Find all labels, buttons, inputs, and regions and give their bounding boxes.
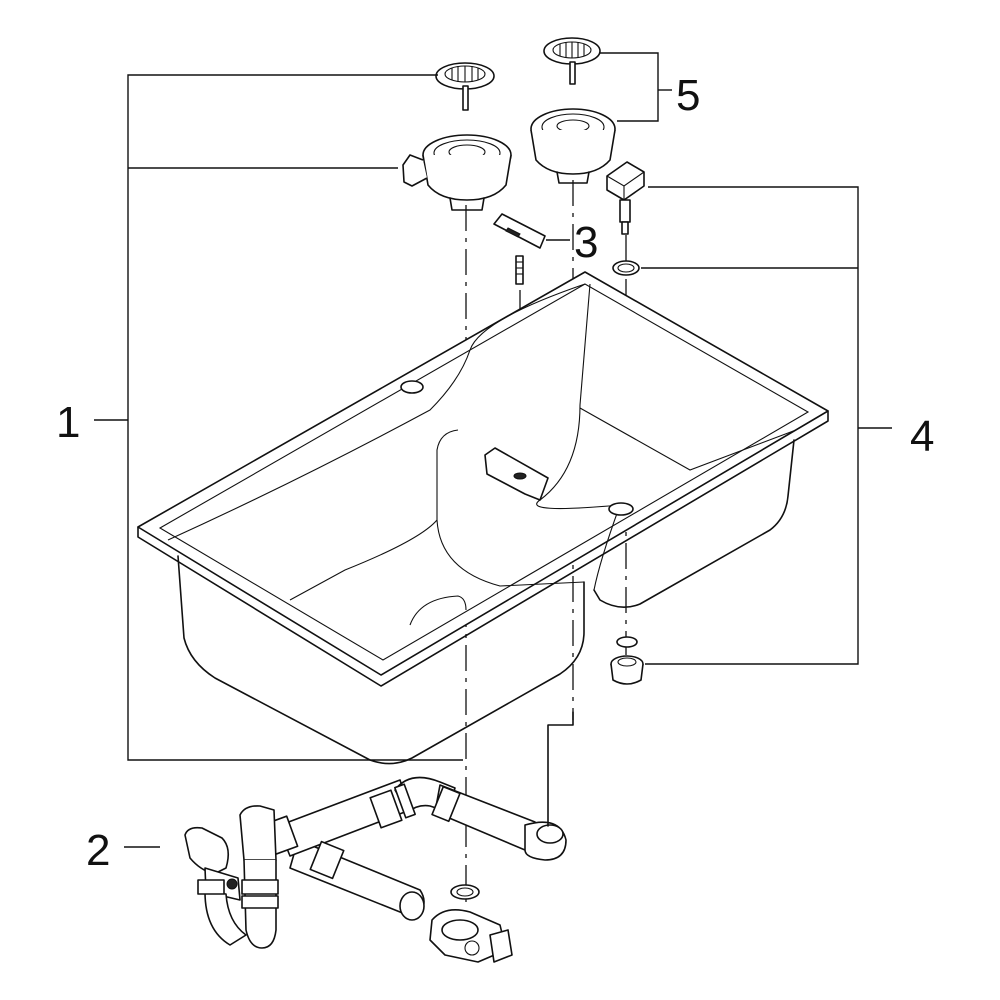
strainer-basket-5 [530, 37, 616, 184]
leader-lines [94, 52, 892, 848]
callout-1: 1 [56, 398, 80, 447]
callout-2: 2 [86, 826, 110, 875]
left-strainer-waste [402, 62, 512, 211]
callout-4: 4 [910, 412, 934, 461]
sink-body [137, 271, 829, 765]
callout-5: 5 [676, 71, 700, 120]
callout-3: 3 [574, 218, 598, 267]
pop-up-button-4 [606, 161, 645, 685]
overflow-cover-3 [493, 213, 546, 285]
waste-pipe-kit-2 [184, 711, 574, 963]
